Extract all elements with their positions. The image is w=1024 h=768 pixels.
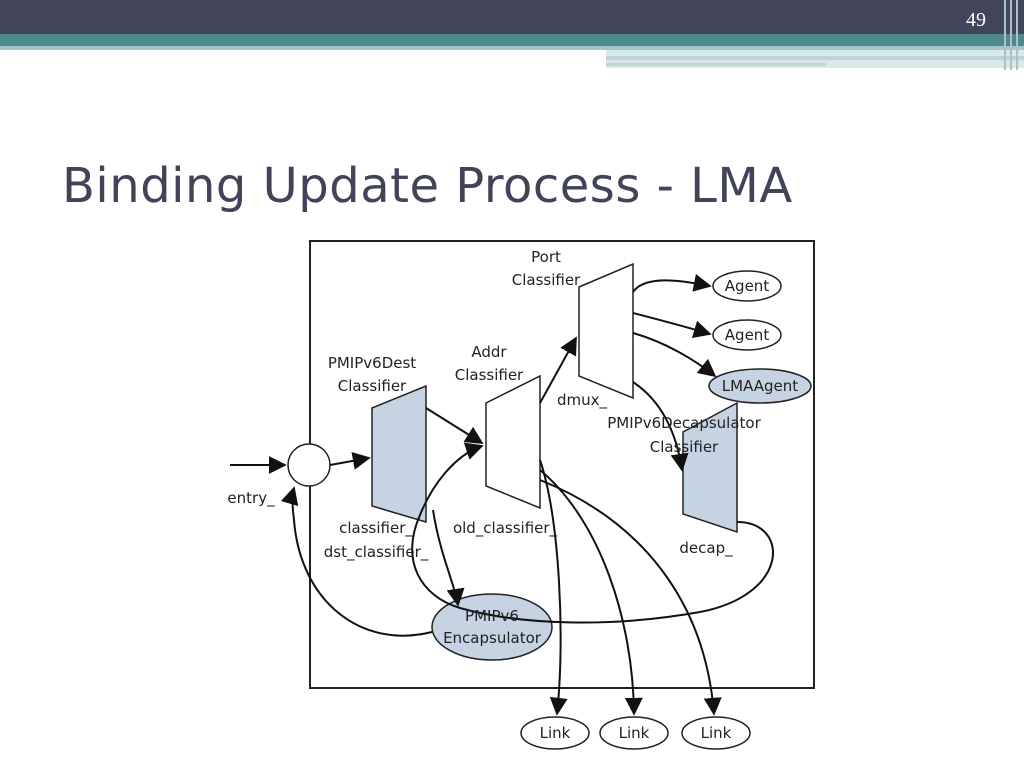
decor-bar-line-short [606,63,826,66]
label-port-classifier-2: Classifier [512,271,581,289]
lmaagent-node [708,368,812,404]
link-node-3 [681,716,751,750]
label-entry: entry_ [227,489,275,508]
page-number: 49 [966,9,986,31]
addr-classifier-node [485,374,541,510]
label-decap: decap_ [679,539,733,558]
edge-entry-to-dest [329,452,371,470]
label-old-classifier: old_classifier_ [453,519,558,538]
label-decap-classifier-2: Classifier [650,438,719,456]
label-dest-classifier-1: PMIPv6Dest [328,354,416,372]
agent-node-2 [712,319,782,351]
encap-label-2: Encapsulator [443,629,542,647]
edge-port-to-lmaagent [632,332,717,378]
encap-label-1: PMIPv6 [465,607,519,625]
label-addr-classifier-2: Classifier [455,366,524,384]
accent-stripe-light [0,46,1024,50]
port-classifier-node [578,262,634,400]
decor-vline [1016,0,1018,70]
label-dest-classifier-2: Classifier [338,377,407,395]
slide-title: Binding Update Process - LMA [62,158,793,214]
decor-bar-line [606,56,1024,60]
encapsulator-node [431,593,553,661]
edge-decap-to-addr [411,442,774,624]
label-port-classifier-1: Port [531,248,561,266]
edge-addr-to-port [539,336,577,404]
agent-node-1 [712,270,782,302]
edge-port-to-decap [632,381,689,472]
agent-label-2: Agent [725,326,770,344]
label-decap-classifier-1: PMIPv6Decapsulator [607,414,761,432]
link-label-3: Link [701,724,732,742]
edge-addr-to-link2 [539,469,643,716]
entry-node [287,443,331,487]
pmipv6dest-classifier-node [371,384,427,524]
edge-port-to-agent2 [632,312,712,338]
edge-dest-to-encap [432,509,465,607]
decor-vline [1010,0,1012,70]
agent-label-1: Agent [725,277,770,295]
lmaagent-label: LMAAgent [722,377,798,395]
edge-addr-to-link3 [539,479,722,716]
edge-port-to-agent1 [632,273,712,293]
link-node-2 [599,716,669,750]
link-label-1: Link [540,724,571,742]
header-bar [0,0,1024,34]
label-classifier: classifier_ [339,519,413,538]
label-dst-classifier: dst_classifier_ [324,543,429,562]
accent-stripe [0,34,1024,46]
link-node-1 [520,716,590,750]
edge-dest-to-addr [425,407,484,444]
decor-vline [1004,0,1006,70]
link-label-2: Link [619,724,650,742]
label-dmux: dmux_ [557,391,608,410]
edge-addr-to-link1 [539,459,568,716]
decap-classifier-node [682,401,738,534]
edge-encap-to-entry [280,486,433,637]
label-addr-classifier-1: Addr [471,343,507,361]
